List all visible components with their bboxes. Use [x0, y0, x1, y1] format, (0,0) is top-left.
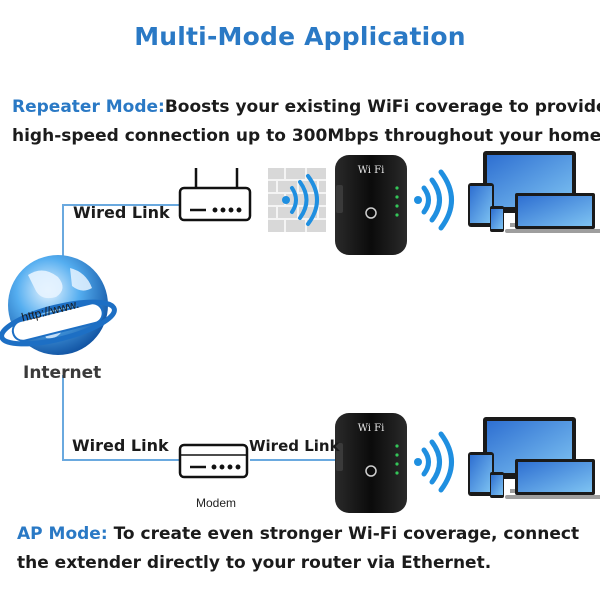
- repeater-text-line1: Boosts your existing WiFi coverage to pr…: [164, 97, 600, 117]
- modem-label: Modem: [196, 496, 237, 510]
- wifi-extender-ap-icon: Wi Fi: [335, 413, 407, 513]
- globe-icon: [0, 255, 117, 355]
- signal-waves-icon: [414, 169, 454, 231]
- signal-waves-ap-icon: [414, 431, 454, 493]
- ap-text-line1: To create even stronger Wi-Fi coverage, …: [113, 524, 580, 544]
- router-icon: [178, 168, 252, 222]
- modem-icon: [178, 443, 249, 479]
- devices-ap-icon: [468, 417, 600, 499]
- diagram-title: Multi-Mode Application: [134, 22, 466, 51]
- wired-link-line-bottom-left: [62, 375, 180, 461]
- repeater-mode-description: Repeater Mode:Boosts your existing WiFi …: [12, 93, 600, 151]
- ap-mode-label: AP Mode:: [17, 524, 108, 544]
- devices-icon: [468, 151, 600, 233]
- repeater-mode-label: Repeater Mode:: [12, 97, 165, 117]
- wifi-extender-icon: Wi Fi: [335, 155, 407, 255]
- repeater-text-line2: high-speed connection up to 300Mbps thro…: [12, 126, 600, 146]
- brick-wall-icon: [268, 168, 326, 232]
- ap-text-line2: the extender directly to your router via…: [17, 553, 492, 573]
- extender-logo-top: Wi Fi: [358, 165, 385, 176]
- connection-lines: [62, 204, 340, 461]
- ap-mode-description: AP Mode: To create even stronger Wi-Fi c…: [17, 520, 579, 578]
- extender-logo-bottom: Wi Fi: [358, 423, 385, 434]
- wired-link-line-top: [62, 204, 180, 270]
- internet-label: Internet: [23, 363, 102, 383]
- wired-link-label-bottom-left: Wired Link: [72, 436, 169, 455]
- wired-link-label-top: Wired Link: [73, 203, 170, 222]
- wired-link-label-bottom-right: Wired Link: [249, 437, 340, 455]
